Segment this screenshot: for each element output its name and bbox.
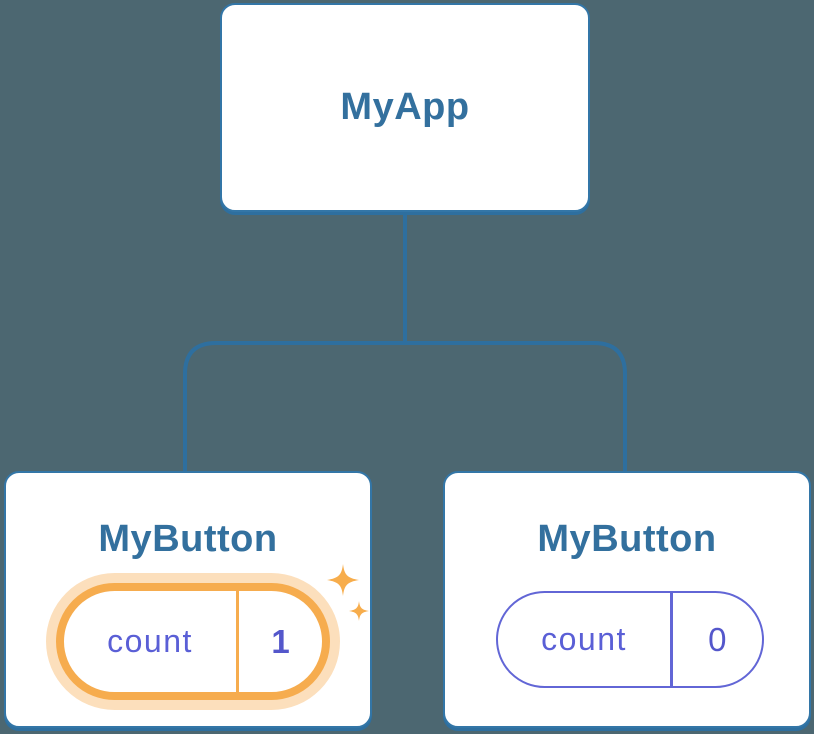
pill-divider [670, 593, 673, 686]
state-key-label: count [107, 623, 193, 659]
node-myapp: MyApp [220, 3, 590, 212]
sparkle-icon-small [349, 601, 369, 621]
state-pill-highlighted: count 1 [56, 583, 330, 700]
sparkle-icon-large [327, 564, 359, 596]
node-mybutton-left: MyButton count 1 [4, 471, 372, 728]
pill-divider [236, 591, 239, 692]
state-value: 1 [271, 622, 290, 660]
node-title: MyApp [340, 86, 470, 128]
state-value: 0 [708, 620, 727, 658]
connector-branch [183, 341, 627, 472]
node-title: MyButton [98, 518, 278, 560]
node-mybutton-right: MyButton count 0 [443, 471, 811, 728]
node-title: MyButton [537, 518, 717, 560]
state-pill: count 0 [496, 591, 764, 688]
state-key-label: count [541, 621, 627, 657]
